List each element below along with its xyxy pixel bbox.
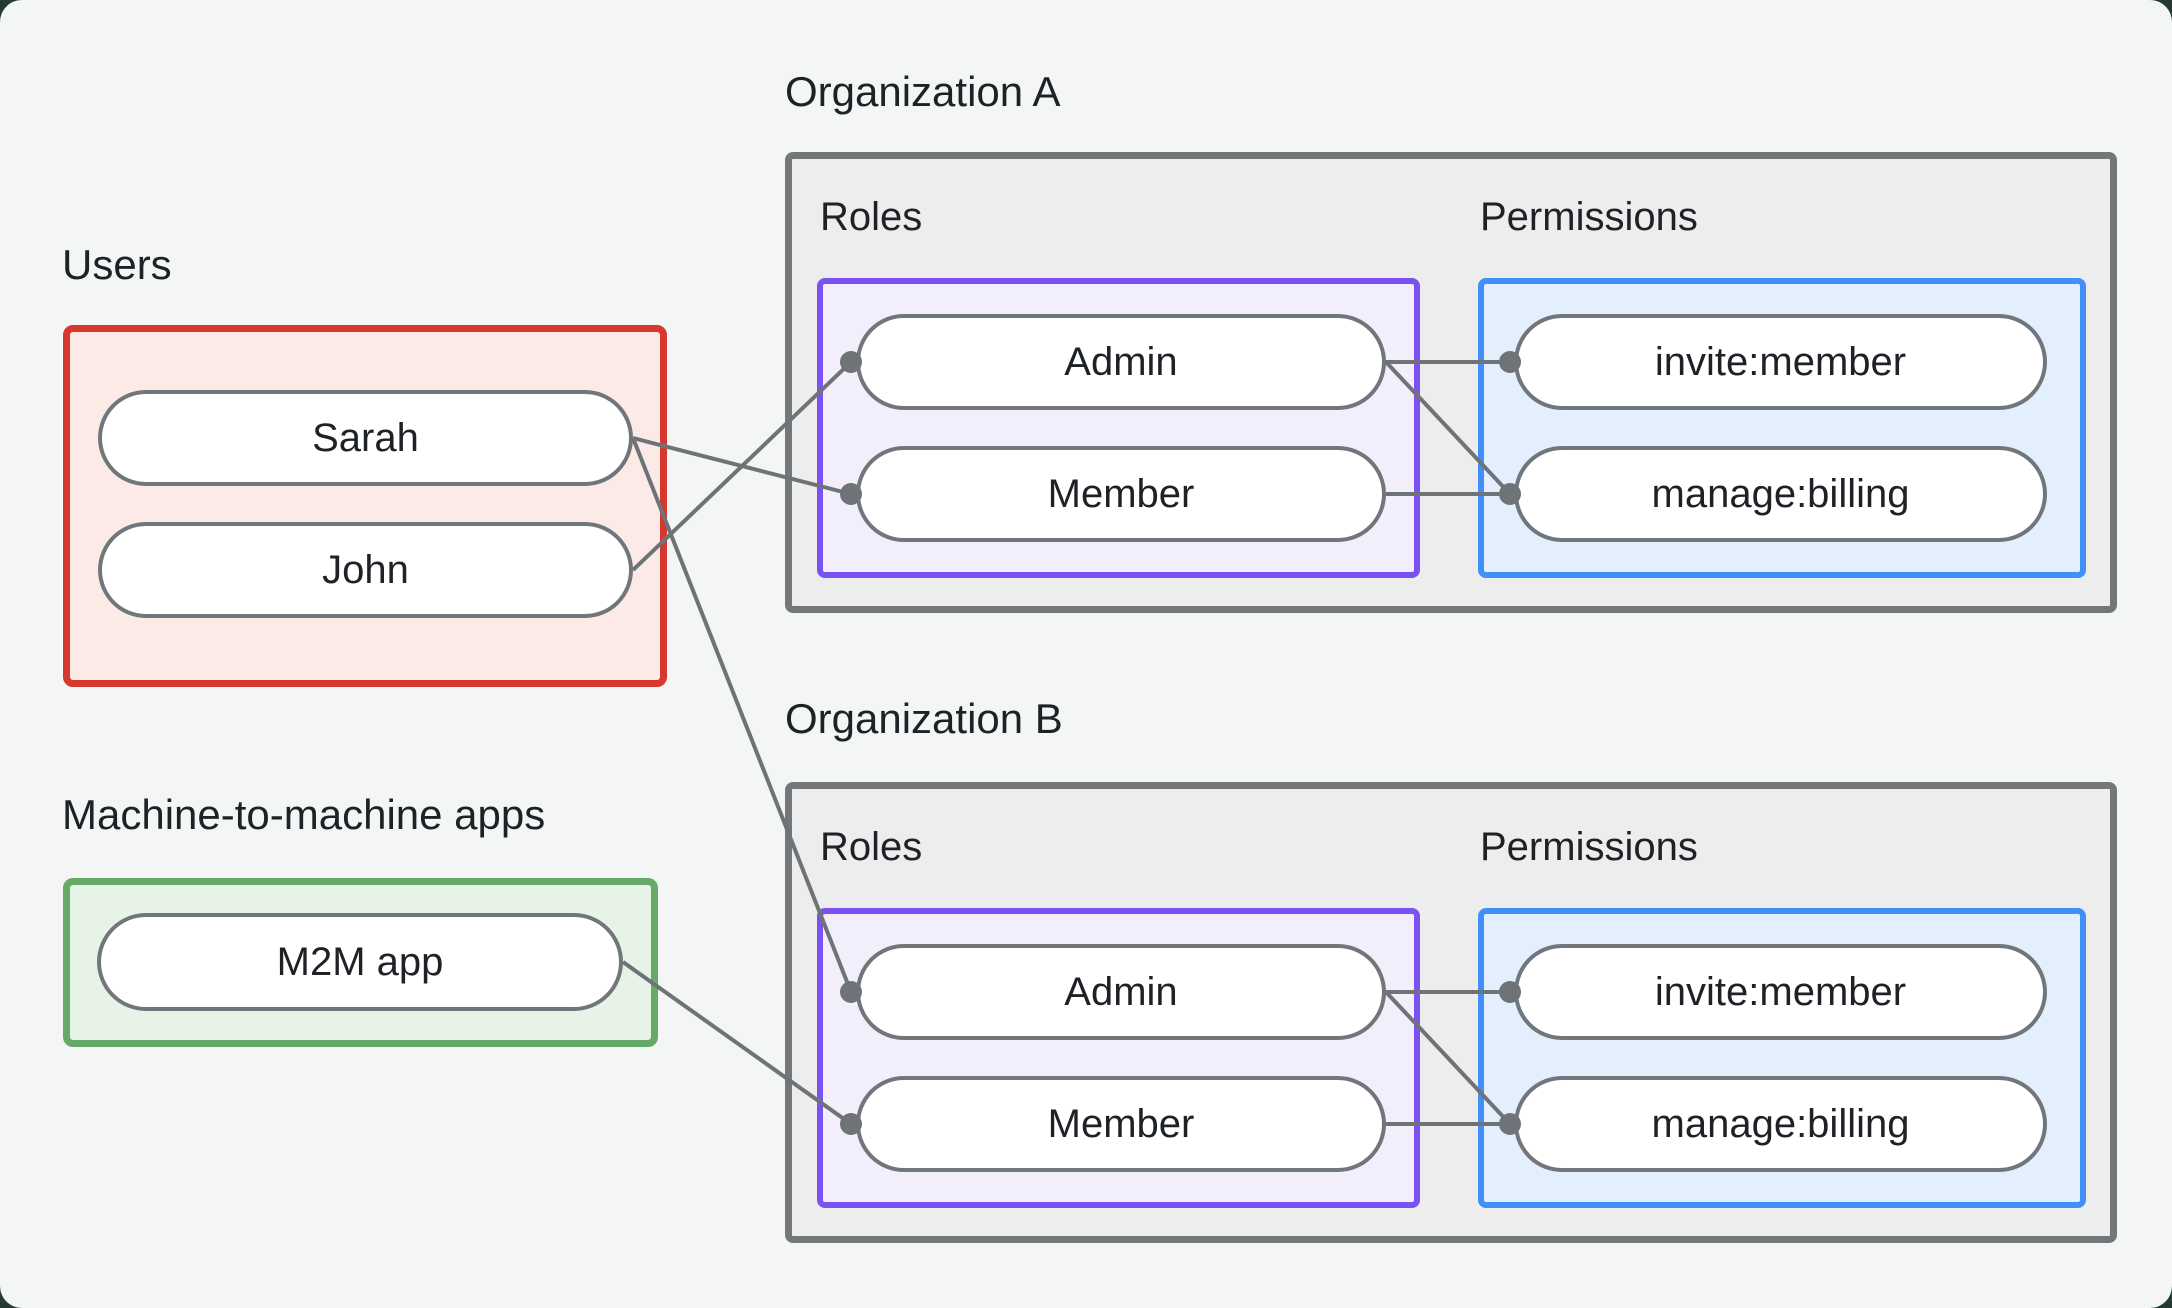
org-b-permission-manage-billing: manage:billing xyxy=(1514,1076,2047,1172)
m2m-node-app: M2M app xyxy=(97,913,623,1011)
user-node-label: Sarah xyxy=(312,415,419,460)
org-a-role-member: Member xyxy=(856,446,1386,542)
org-a-title: Organization A xyxy=(785,68,1061,115)
org-a-permission-invite-member: invite:member xyxy=(1514,314,2047,410)
user-node-label: John xyxy=(322,547,409,592)
org-a-roles-label: Roles xyxy=(820,195,923,239)
org-a-permission-manage-billing: manage:billing xyxy=(1514,446,2047,542)
org-b-roles-label: Roles xyxy=(820,825,923,869)
user-node-sarah: Sarah xyxy=(98,390,633,486)
org-b-title: Organization B xyxy=(785,695,1063,742)
m2m-node-label: M2M app xyxy=(276,939,444,984)
role-label: Admin xyxy=(1064,969,1178,1014)
org-a-role-admin: Admin xyxy=(856,314,1386,410)
org-b-permission-invite-member: invite:member xyxy=(1514,944,2047,1040)
org-b-role-admin: Admin xyxy=(856,944,1386,1040)
role-label: Member xyxy=(1047,471,1195,516)
permission-label: manage:billing xyxy=(1651,1101,1910,1146)
permission-label: invite:member xyxy=(1654,339,1907,384)
org-a-permissions-label: Permissions xyxy=(1480,195,1698,239)
role-label: Member xyxy=(1047,1101,1195,1146)
permission-label: manage:billing xyxy=(1651,471,1910,516)
org-b-role-member: Member xyxy=(856,1076,1386,1172)
users-section-title: Users xyxy=(62,241,172,288)
user-node-john: John xyxy=(98,522,633,618)
users-group-box xyxy=(63,325,667,687)
permission-label: invite:member xyxy=(1654,969,1907,1014)
m2m-section-title: Machine-to-machine apps xyxy=(62,791,546,838)
org-b-permissions-label: Permissions xyxy=(1480,825,1698,869)
role-label: Admin xyxy=(1064,339,1178,384)
